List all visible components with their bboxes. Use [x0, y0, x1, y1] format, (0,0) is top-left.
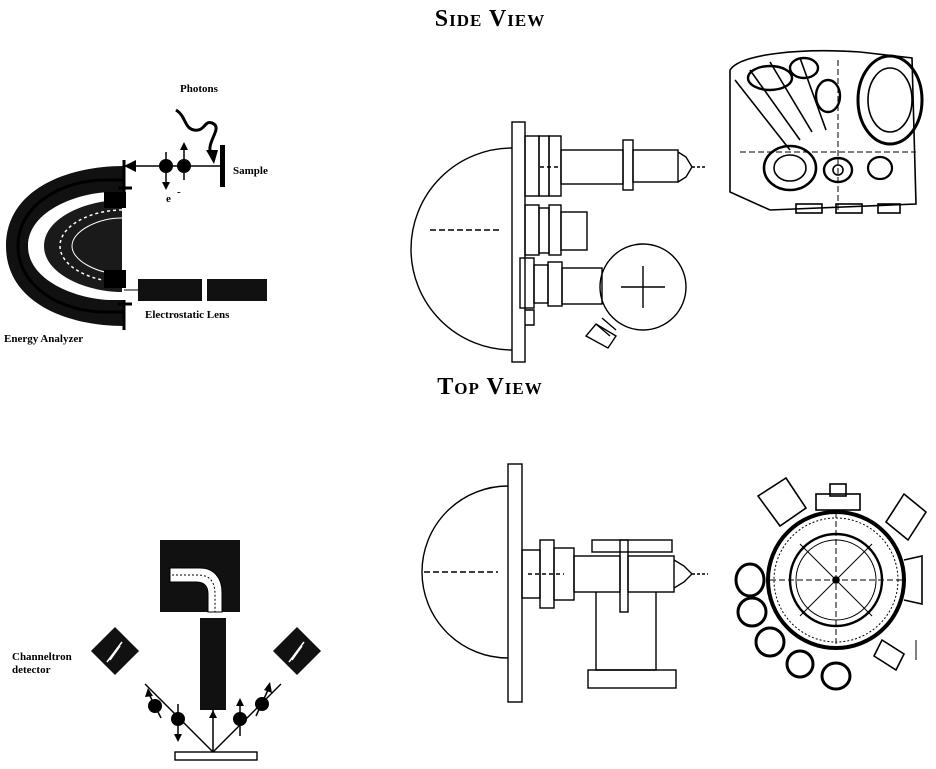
- side-chamber-drawing: [410, 121, 706, 363]
- top-hemisphere-outline: [421, 485, 509, 659]
- photon-wave: [175, 108, 218, 157]
- svg-text:-: -: [177, 186, 181, 198]
- spin-electron-left-1: [145, 688, 162, 719]
- top-chamber-drawing: [421, 463, 708, 703]
- lens-element-1: [138, 279, 202, 301]
- electron-label: e: [166, 193, 171, 205]
- channeltron-label-2: detector: [12, 664, 51, 676]
- channeltron-label-1: Channeltron: [12, 651, 72, 663]
- top-mounting-flange: [507, 463, 523, 703]
- spin-detector-left: [90, 626, 140, 676]
- lens-element-2: [207, 279, 267, 301]
- top-lens-column: [200, 618, 226, 710]
- side-viewport: [599, 243, 687, 331]
- top-view-heading: Top View: [437, 374, 543, 400]
- photons-label: Photons: [180, 83, 219, 95]
- energy-analyzer-hemisphere: [6, 160, 132, 330]
- mounting-flange: [511, 121, 526, 363]
- side-view-heading: Side View: [434, 6, 546, 32]
- energy-analyzer-label: Energy Analyzer: [4, 333, 83, 345]
- spin-electron-right-2: [255, 682, 272, 717]
- sample-plate: [220, 145, 225, 187]
- electron-spin-2: [177, 142, 191, 180]
- top-detailed-chamber: [734, 476, 928, 691]
- side-detailed-chamber: [729, 50, 924, 214]
- spin-electron-right-1: [233, 698, 247, 736]
- sample-label: Sample: [233, 165, 268, 177]
- spin-electron-left-2: [171, 704, 185, 742]
- top-sample-plate: [174, 751, 258, 761]
- hemisphere-outline: [410, 147, 513, 351]
- electron-spin-1: [159, 152, 173, 190]
- side-schematic: e - Sample Photons Electrostatic Lens En…: [4, 83, 268, 345]
- top-schematic: Channeltron detector: [12, 540, 322, 761]
- electrostatic-lens-label: Electrostatic Lens: [145, 309, 230, 321]
- spin-detector-right: [272, 626, 322, 676]
